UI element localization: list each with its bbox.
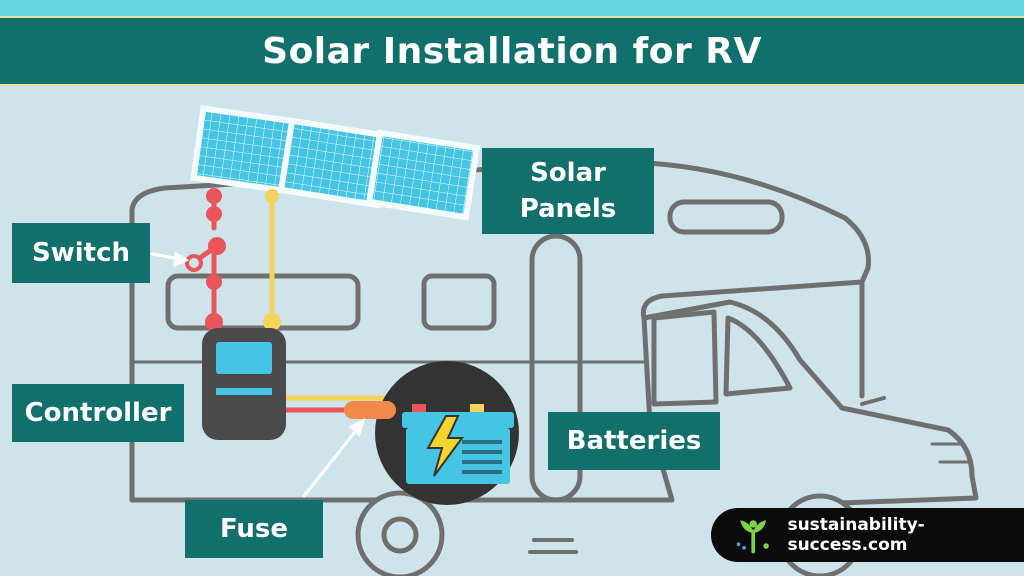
rv-body-path [129,159,872,503]
wire-node [205,313,223,331]
rv-cab-window [651,309,719,407]
controller-display [216,342,272,374]
brand-badge[interactable]: sustainability-success.com [711,508,1024,562]
switch-open-contact [185,254,203,272]
solar-panels-label: Solar Panels [482,148,654,234]
switch-label: Switch [12,223,150,283]
rv-window-overcab [667,199,785,235]
charge-controller [202,328,286,440]
solar-panel-3 [365,129,481,221]
rv-windshield [723,315,793,397]
wire-node [206,274,222,290]
controller-label: Controller [12,384,184,442]
wire-nodes [205,188,281,331]
battery-body [406,428,510,484]
battery-terminal-left [412,404,426,414]
rv-wheel-rear-hub [381,516,419,554]
fuse-body [344,401,396,419]
brand-url-link[interactable]: sustainability-success.com [787,515,925,555]
rv-window-middle [421,273,497,331]
wire-node [265,189,279,203]
battery-lid [402,412,514,428]
rv-mirror [860,396,886,406]
wire-node [206,206,222,222]
battery-bolt-icon [426,415,464,477]
battery-group [375,361,519,505]
sprout-logo-icon [736,520,769,554]
wire-node [263,313,281,331]
controller-led-strip [216,388,272,395]
batteries-label: Batteries [548,412,720,470]
solar-panels [190,105,481,221]
fuse-label: Fuse [185,500,323,558]
fuse-arrow [302,426,360,498]
label-arrows [150,251,366,498]
page-title: Solar Installation for RV [262,30,762,72]
rv-cab-path [641,299,979,506]
rv-window-left [165,273,361,331]
rv-wheel-rear [355,490,445,576]
top-accent-strip [0,0,1024,16]
switch-symbol [185,245,217,272]
rv-door-outline [529,233,583,503]
wire-node [206,188,222,204]
battery-terminal-right [470,404,484,414]
title-banner: Solar Installation for RV [0,16,1024,86]
